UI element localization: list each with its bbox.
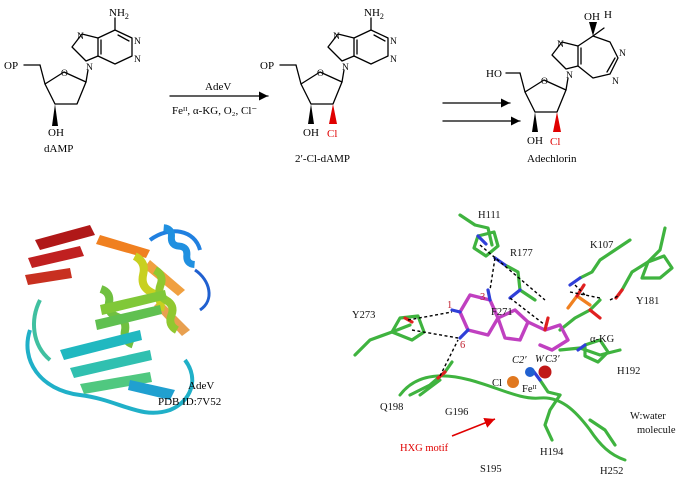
adechlorin-oh-top: OH [584, 11, 600, 23]
water-sphere [525, 367, 535, 377]
cl-damp-n1: N [390, 37, 397, 47]
arrows-multistep [442, 98, 521, 126]
atom-c2-label: C2′ [512, 355, 527, 366]
cl-damp-oh-label: OH [303, 127, 319, 139]
protein-name: AdeV [188, 380, 214, 392]
cl-damp-n3: N [390, 55, 397, 65]
damp-n1: N [134, 37, 141, 47]
legend-line2: molecule [637, 425, 676, 436]
res-akg: α-KG [590, 334, 615, 345]
res-q198: Q198 [380, 402, 403, 413]
protein-pdb: PDB ID:7V52 [158, 396, 221, 408]
atom-cl-label: Cl [492, 378, 502, 389]
molecule-adechlorin: N N OH H N N O HO OH Cl Adechlorin [486, 9, 626, 165]
iron-sphere [538, 365, 552, 379]
arrow1-conditions: Feᴵᴵ, α-KG, O₂, Cl⁻ [172, 105, 257, 117]
cl-damp-n9: N [342, 63, 349, 73]
cl-damp-n7: N [333, 32, 340, 42]
res-h194: H194 [540, 447, 564, 458]
ring-number-1: 1 [447, 300, 452, 311]
molecule-damp: NH2 N N N N O OP OH dAMP [4, 7, 141, 155]
protein-cartoon [25, 224, 211, 415]
chlorine-sphere [507, 376, 519, 388]
res-h111: H111 [478, 210, 501, 221]
legend-line1: W:water [630, 411, 666, 422]
atom-w-label: W [535, 354, 545, 365]
cl-damp-cl-label: Cl [327, 128, 337, 140]
damp-ring-o: O [61, 69, 68, 79]
res-y181: Y181 [636, 296, 659, 307]
res-y273: Y273 [352, 310, 375, 321]
res-f271: F271 [491, 307, 513, 318]
active-site [353, 213, 674, 462]
damp-oh-label: OH [48, 127, 64, 139]
adechlorin-ho-label: HO [486, 68, 502, 80]
adechlorin-name: Adechlorin [527, 153, 577, 165]
atom-fe-label: Feᴵᴵ [522, 384, 537, 395]
arrow1-enzyme: AdeV [205, 81, 231, 93]
adechlorin-n-b: N [612, 77, 619, 87]
cl-damp-ring-o: O [317, 69, 324, 79]
adechlorin-cl-label: Cl [550, 136, 560, 148]
adechlorin-n9: N [566, 71, 573, 81]
cl-damp-name: 2′-Cl-dAMP [295, 153, 350, 165]
cl-damp-op-label: OP [260, 60, 274, 72]
damp-name: dAMP [44, 143, 73, 155]
res-g196: G196 [445, 407, 468, 418]
damp-n3: N [134, 55, 141, 65]
adechlorin-h: H [604, 9, 612, 21]
adechlorin-ring-o: O [541, 77, 548, 87]
res-r177: R177 [510, 248, 533, 259]
hxg-motif-label: HXG motif [400, 443, 449, 454]
molecule-cl-damp: NH2 N N N N O OP OH Cl 2′-Cl-dAMP [260, 7, 397, 165]
adechlorin-oh-label: OH [527, 135, 543, 147]
adechlorin-n-a: N [619, 49, 626, 59]
ring-number-6: 6 [460, 340, 465, 351]
adechlorin-n7: N [557, 40, 564, 50]
damp-n7: N [77, 32, 84, 42]
res-h252: H252 [600, 466, 623, 477]
res-h192: H192 [617, 366, 640, 377]
res-k107: K107 [590, 240, 613, 251]
ring-number-3: 3 [480, 292, 485, 303]
cl-damp-nh2-label: NH2 [364, 7, 384, 21]
damp-n9: N [86, 63, 93, 73]
damp-nh2-label: NH2 [109, 7, 129, 21]
res-s195: S195 [480, 464, 502, 475]
arrow-step1: AdeV Feᴵᴵ, α-KG, O₂, Cl⁻ [169, 81, 269, 117]
damp-op-label: OP [4, 60, 18, 72]
atom-c3-label: C3′ [545, 354, 560, 365]
